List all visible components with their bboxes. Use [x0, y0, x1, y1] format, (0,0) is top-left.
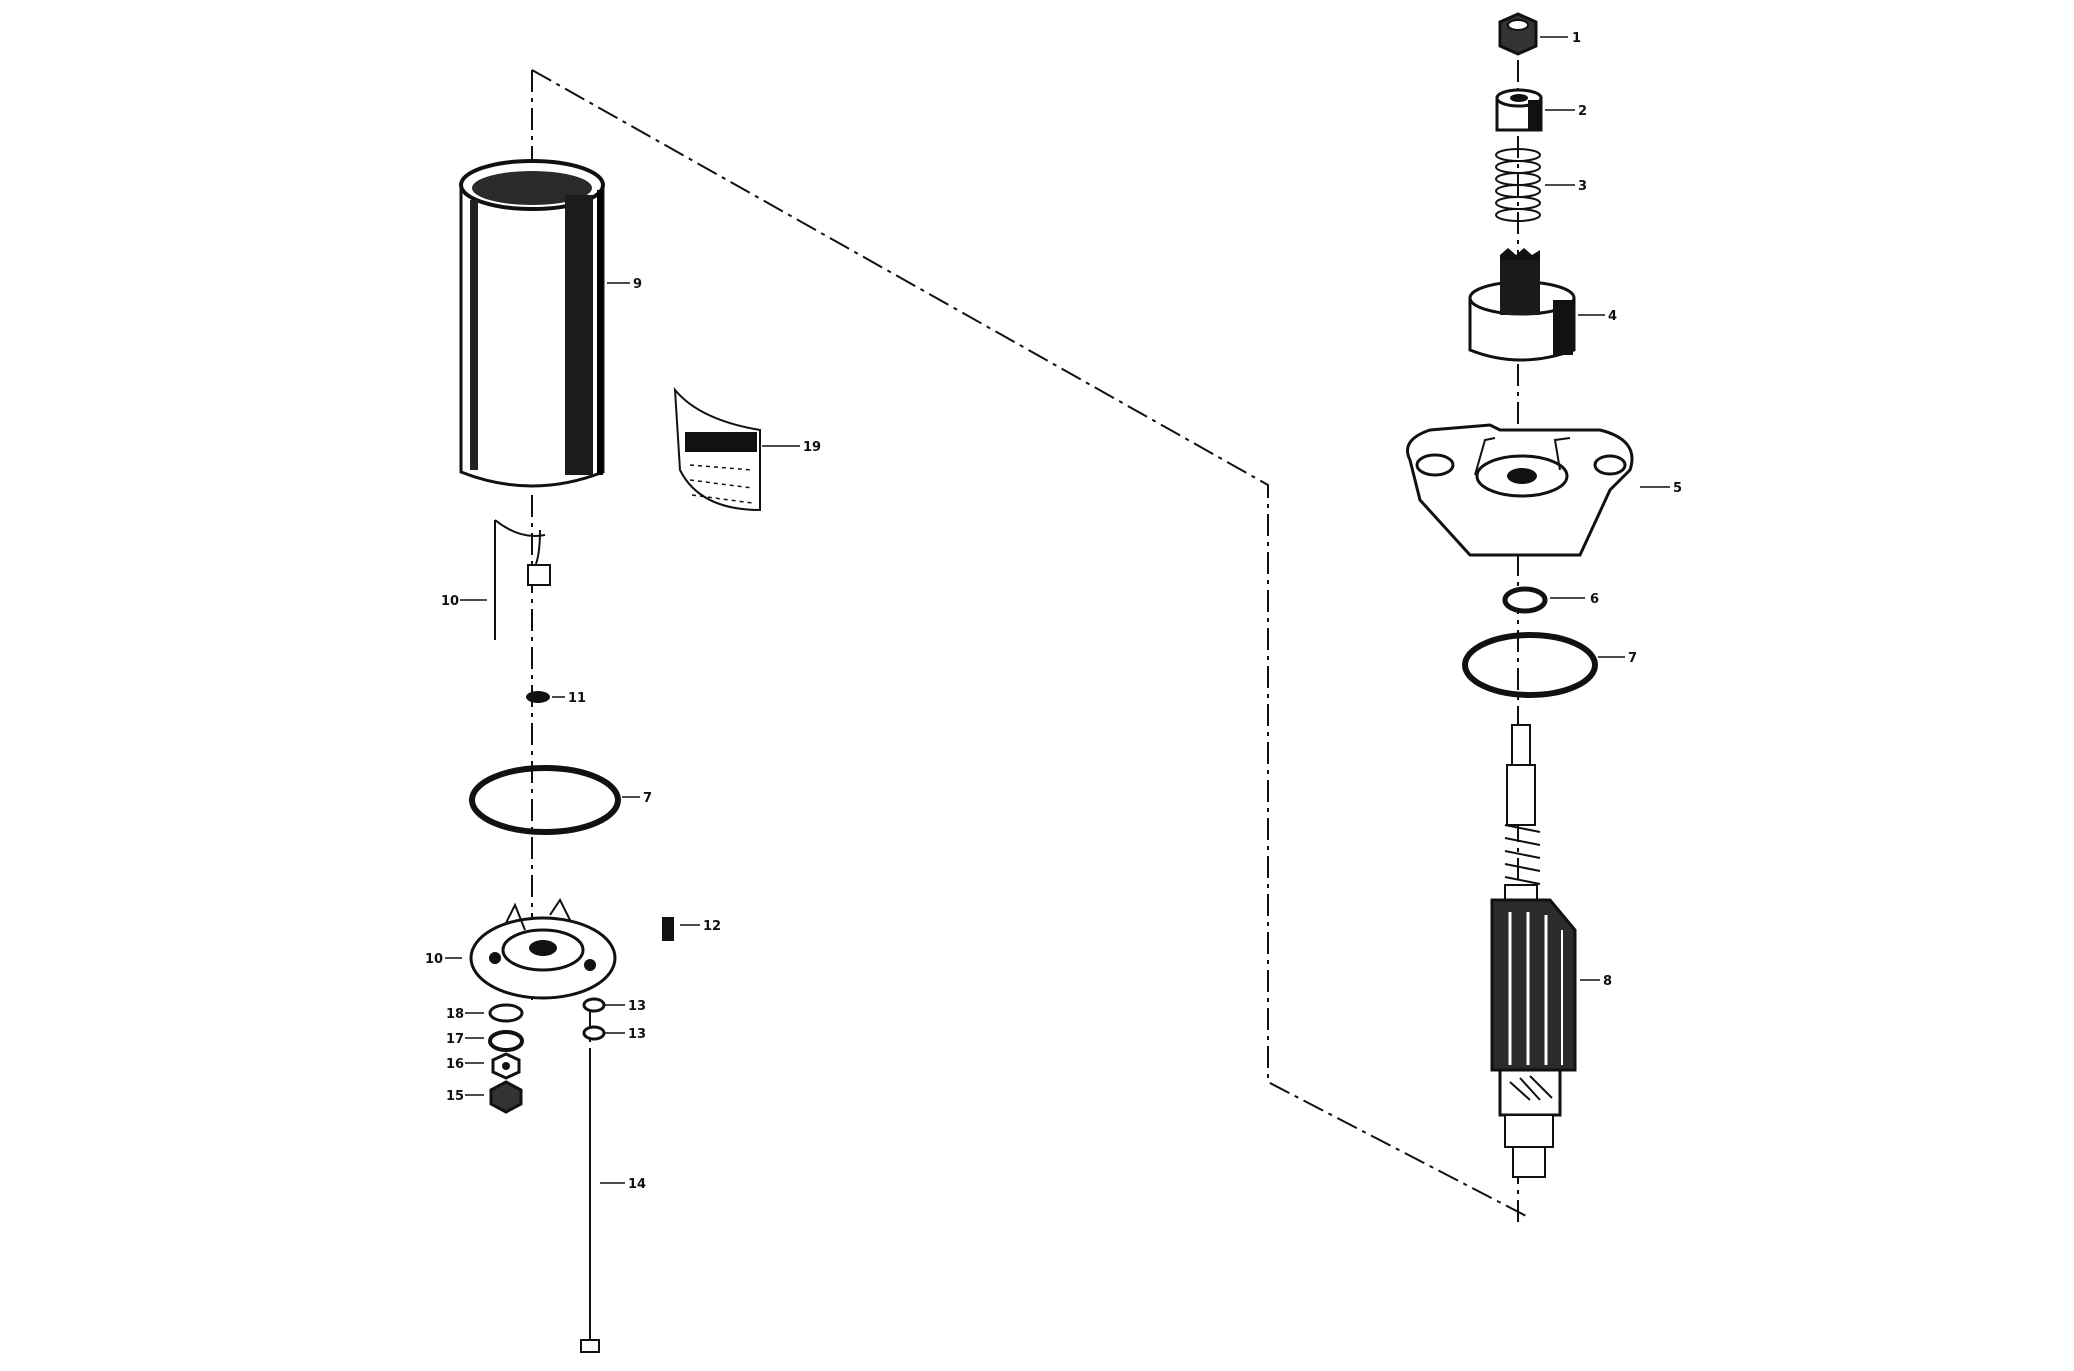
callout-14: 14 [628, 1177, 646, 1192]
spacer-2 [1495, 88, 1543, 132]
callout-15: 15 [446, 1089, 464, 1104]
callout-16: 16 [446, 1057, 464, 1072]
callout-3: 3 [1578, 179, 1587, 194]
callout-13-a: 13 [628, 999, 646, 1014]
callout-numbers: 1 2 3 4 5 6 7 8 9 19 10 11 7 12 10 13 13… [425, 31, 1682, 1192]
screw [662, 917, 674, 941]
washer-13b [582, 1025, 606, 1041]
callout-6: 6 [1590, 592, 1599, 607]
callout-7-left: 7 [643, 791, 652, 806]
end-cap [469, 898, 617, 1000]
pinion-drive-4 [1468, 248, 1576, 362]
small-disc [526, 691, 550, 703]
washer-17 [488, 1030, 524, 1052]
callout-18: 18 [446, 1007, 464, 1022]
callout-1: 1 [1572, 31, 1581, 46]
o-ring-left [469, 765, 621, 835]
callout-4: 4 [1608, 309, 1617, 324]
decal-label [673, 387, 761, 512]
callout-10-bottom: 10 [425, 952, 443, 967]
washer-18 [488, 1003, 524, 1023]
thrust-washer-6 [1502, 586, 1548, 614]
through-bolt [580, 1058, 600, 1353]
nut-1 [1498, 12, 1538, 56]
armature-8 [1490, 724, 1577, 1178]
callout-8: 8 [1603, 974, 1612, 989]
nut-16 [491, 1052, 521, 1080]
nut-15 [489, 1080, 523, 1114]
callout-11: 11 [568, 691, 586, 706]
callout-13-b: 13 [628, 1027, 646, 1042]
callout-9: 9 [633, 277, 642, 292]
callout-12: 12 [703, 919, 721, 934]
callout-2: 2 [1578, 104, 1587, 119]
callout-19: 19 [803, 440, 821, 455]
callout-7-right: 7 [1628, 651, 1637, 666]
washer-13a [582, 997, 606, 1013]
brush-lead [494, 519, 551, 640]
callout-5: 5 [1673, 481, 1682, 496]
leader-lines [445, 36, 1670, 1184]
callout-17: 17 [446, 1032, 464, 1047]
spring-3 [1495, 148, 1541, 222]
o-ring-right [1462, 632, 1598, 698]
assembly-centerlines [531, 60, 1531, 1225]
callout-10-top: 10 [441, 594, 459, 609]
drive-end-housing-5 [1406, 423, 1634, 557]
housing-cylinder [459, 159, 605, 488]
